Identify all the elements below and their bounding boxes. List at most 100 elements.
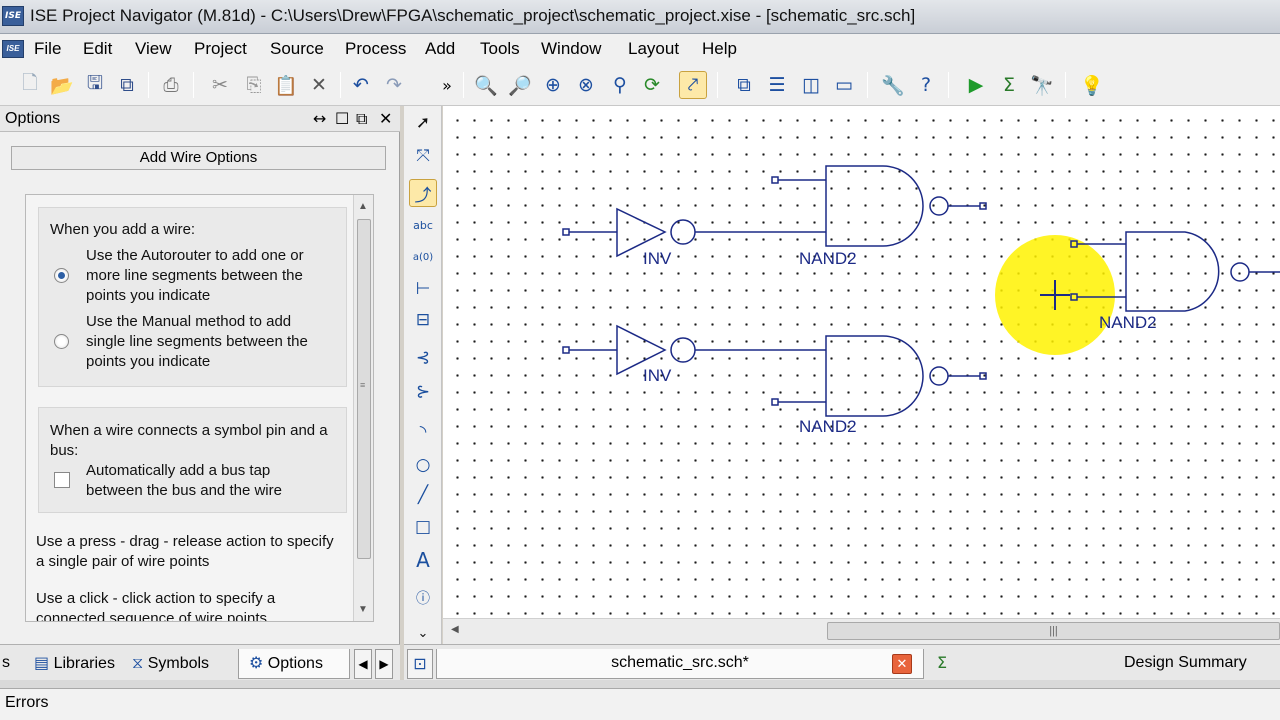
zoom-in-icon[interactable]: 🔍 (474, 74, 498, 97)
tab-scroll-left-icon[interactable]: ◀ (354, 649, 372, 679)
menu-process[interactable]: Process (345, 39, 407, 58)
menu-layout[interactable]: Layout (628, 39, 680, 58)
add-io-marker-icon[interactable]: ⊟ (415, 310, 431, 330)
tile-vertical-icon[interactable]: ◫ (802, 74, 820, 96)
select-icon[interactable]: ➚ (415, 113, 431, 133)
schematic-tool-strip: ➚ ⤧ ⤴ abc a(0) ⊢ ⊟ ⊰ ⊱ ◝ ○ ╱ □ A ⓘ ⌄ (404, 106, 442, 646)
menu-project[interactable]: Project (194, 39, 247, 58)
circle-icon[interactable]: ○ (415, 455, 431, 475)
instance-name-icon[interactable]: ⊱ (415, 382, 431, 402)
scroll-down-icon[interactable]: ▼ (358, 604, 368, 615)
close-icon[interactable]: ✕ (379, 109, 393, 128)
tab-libraries-label: Libraries (53, 655, 115, 672)
zoom-selection-icon[interactable]: ⊗ (578, 74, 594, 96)
lightbulb-icon[interactable]: 💡 (1080, 74, 1104, 97)
tab-options-label: Options (267, 655, 323, 672)
manual-label[interactable]: Use the Manual method to add single line… (86, 313, 308, 370)
paste-icon[interactable]: 📋 (274, 74, 298, 97)
menu-tools[interactable]: Tools (480, 39, 520, 58)
main-toolbar: 🗋 📂 🖫 ⧉ ⎙ ✂ ⎘ 📋 ✕ ↶ ↷ » 🔍 🔎 ⊕ ⊗ ⚲ ⟳ ⤤ ⧉ … (0, 64, 1280, 106)
float-icon[interactable]: ↔ (313, 109, 327, 128)
add-wire-icon[interactable]: ⤤ (679, 71, 707, 99)
autorouter-radio[interactable] (54, 268, 69, 283)
schematic-canvas[interactable]: INV NAND2 INV NAND2 NAND2 (443, 106, 1280, 618)
options-scroll-area: When you add a wire: Use the Autorouter … (25, 194, 374, 622)
undo-icon[interactable]: ↶ (353, 74, 369, 96)
pan-icon[interactable]: ⚲ (613, 74, 627, 96)
tab-design-partial[interactable]: s (2, 654, 10, 671)
add-wire-options-header[interactable]: Add Wire Options (11, 146, 386, 170)
autorouter-label[interactable]: Use the Autorouter to add one or more li… (86, 247, 304, 304)
errors-label[interactable]: Errors (5, 694, 49, 711)
properties-icon[interactable]: 🔧 (881, 74, 905, 97)
rectangle-icon[interactable]: □ (414, 517, 432, 537)
symbols-icon: ⧖ (132, 653, 144, 672)
delete-icon[interactable]: ✕ (311, 74, 327, 96)
add-wire-tool-icon[interactable]: ⤴ (409, 179, 437, 207)
tab-options[interactable]: ⚙ Options (238, 649, 350, 679)
menu-source[interactable]: Source (270, 39, 324, 58)
tab-symbols[interactable]: ⧖ Symbols (130, 649, 209, 679)
cut-icon[interactable]: ✂ (212, 74, 228, 96)
close-tab-icon[interactable]: ✕ (892, 654, 912, 674)
bus-tap-icon[interactable]: ⊢ (415, 279, 431, 299)
nand-label-2: NAND2 (799, 417, 857, 436)
menu-window[interactable]: Window (541, 39, 602, 58)
menu-help[interactable]: Help (702, 39, 737, 58)
tile-horizontal-icon[interactable]: ☰ (768, 74, 786, 96)
restore-icon[interactable]: ⧉ (356, 109, 368, 128)
window-title: ISE Project Navigator (M.81d) - C:\Users… (30, 6, 916, 25)
bus-tap-label[interactable]: Automatically add a bus tap between the … (86, 462, 282, 499)
cascade-icon[interactable]: ⧉ (737, 74, 751, 96)
add-symbol-icon[interactable]: ⊰ (415, 348, 431, 368)
options-scrollbar[interactable]: ▲ ≡ ▼ (353, 195, 373, 621)
zoom-fit-icon[interactable]: ⊕ (545, 74, 561, 96)
tab-schematic-src[interactable]: schematic_src.sch* (436, 649, 924, 679)
tab-scroll-right-icon[interactable]: ▶ (375, 649, 393, 679)
tab-design-summary[interactable]: Design Summary (1124, 654, 1247, 671)
redo-icon[interactable]: ↷ (386, 74, 402, 96)
wire-method-heading: When you add a wire: (50, 221, 196, 238)
schematic-doc-icon[interactable]: ⊡ (407, 649, 433, 679)
menu-edit[interactable]: Edit (83, 39, 113, 58)
more-icon[interactable]: » (442, 75, 452, 95)
net-name-icon[interactable]: abc (413, 218, 433, 232)
nand-gate-1 (771, 165, 987, 247)
zoom-out-icon[interactable]: 🔎 (508, 74, 532, 97)
new-file-icon[interactable]: 🗋 (22, 72, 38, 94)
window-icon[interactable]: ▭ (835, 74, 853, 96)
menu-file[interactable]: File (34, 39, 62, 58)
refresh-icon[interactable]: ⟳ (644, 74, 660, 96)
open-folder-icon[interactable]: 📂 (50, 74, 74, 97)
add-net-name-icon[interactable]: ⤧ (416, 146, 430, 166)
scroll-left-icon[interactable]: ◀ (451, 624, 459, 635)
panel-splitter[interactable] (0, 680, 1280, 688)
click-hint: Use a click - click action to specify a … (36, 590, 276, 622)
more-tools-icon[interactable]: ⌄ (417, 625, 429, 641)
system-menu-icon[interactable]: ISE (2, 40, 24, 58)
bus-name-icon[interactable]: a(0) (412, 251, 434, 263)
line-icon[interactable]: ╱ (417, 485, 429, 505)
manual-radio[interactable] (54, 334, 69, 349)
telescope-icon[interactable]: 🔭 (1030, 74, 1054, 97)
menu-view[interactable]: View (135, 39, 172, 58)
tab-libraries[interactable]: ▤ Libraries (32, 649, 115, 679)
run-icon[interactable]: ▶ (968, 74, 984, 96)
canvas-scroll-thumb[interactable]: ||| (827, 622, 1280, 640)
symbol-info-icon[interactable]: ⓘ (416, 591, 430, 607)
text-icon[interactable]: A (416, 548, 430, 572)
scroll-up-icon[interactable]: ▲ (358, 201, 368, 212)
menu-add[interactable]: Add (425, 39, 456, 58)
wire-method-group (38, 207, 347, 387)
help-cursor-icon[interactable]: ? (920, 74, 932, 96)
save-icon[interactable]: 🖫 (86, 72, 104, 94)
options-scroll-thumb[interactable]: ≡ (357, 219, 371, 559)
copy-icon[interactable]: ⎘ (246, 74, 262, 96)
arc-icon[interactable]: ◝ (419, 422, 427, 442)
canvas-horizontal-scrollbar[interactable]: ◀ ||| (443, 618, 1280, 644)
save-all-icon[interactable]: ⧉ (120, 74, 134, 96)
print-icon[interactable]: ⎙ (163, 74, 179, 96)
sigma-icon[interactable]: Σ (1002, 74, 1015, 96)
maximize-icon[interactable]: ☐ (335, 109, 350, 128)
bus-tap-checkbox[interactable] (54, 472, 70, 488)
